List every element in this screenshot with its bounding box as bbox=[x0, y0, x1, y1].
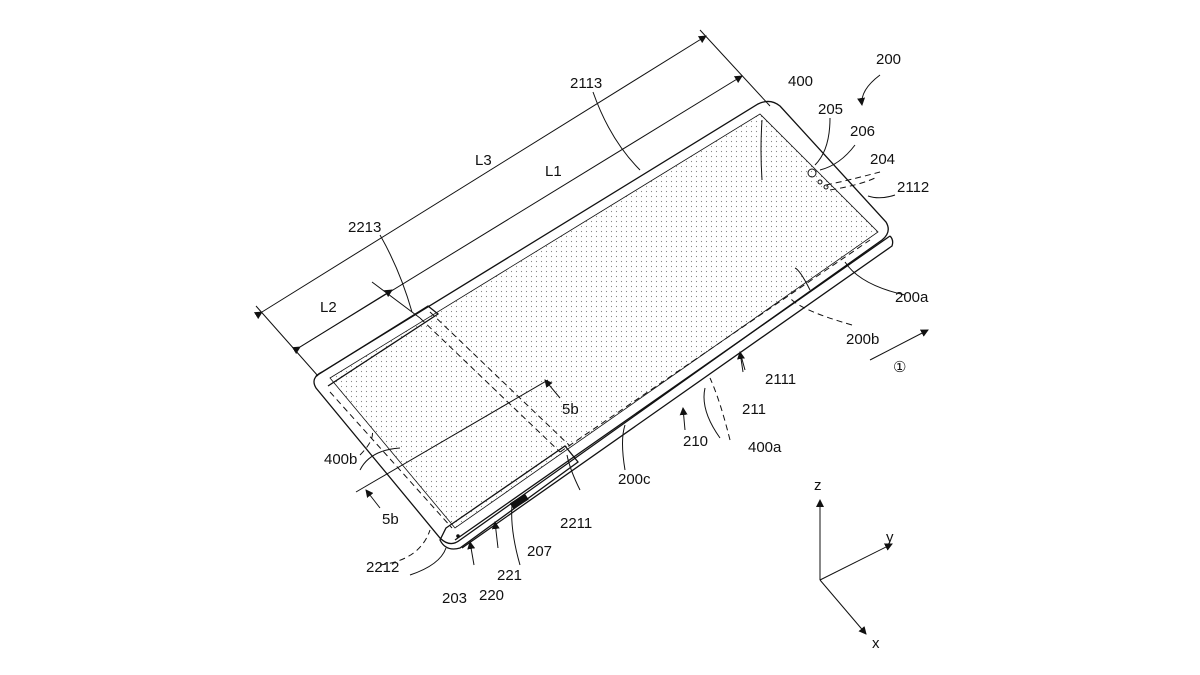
axis-label-z: z bbox=[814, 477, 822, 494]
direction-arrow bbox=[869, 329, 929, 361]
slide-housing-bottom bbox=[439, 445, 579, 550]
label-L2: L2 bbox=[320, 299, 337, 316]
arrow-211 bbox=[737, 351, 745, 373]
label-2113: 2113 bbox=[570, 75, 602, 92]
label-L1: L1 bbox=[545, 163, 562, 180]
hidden-edge-400a bbox=[559, 239, 871, 453]
label-203: 203 bbox=[442, 590, 467, 607]
label-direction: ① bbox=[893, 359, 906, 376]
label-206: 206 bbox=[850, 123, 875, 140]
label-200: 200 bbox=[876, 51, 901, 68]
hidden-fold-line bbox=[419, 311, 571, 453]
label-5b-bottom: 5b bbox=[382, 511, 399, 528]
dim-L3 bbox=[253, 35, 707, 320]
label-205: 205 bbox=[818, 101, 843, 118]
hidden-edge-400b bbox=[329, 391, 453, 529]
display-area bbox=[329, 113, 879, 529]
axis-label-x: x bbox=[872, 635, 880, 652]
label-2111: 2111 bbox=[765, 371, 796, 388]
label-204: 204 bbox=[870, 151, 895, 168]
label-2213: 2213 bbox=[348, 219, 381, 236]
arrow-221 bbox=[491, 521, 500, 549]
label-400b: 400b bbox=[324, 451, 357, 468]
label-5b-top: 5b bbox=[562, 401, 579, 418]
label-220: 220 bbox=[479, 587, 504, 604]
device-outline bbox=[313, 100, 889, 545]
section-arrow-top bbox=[544, 379, 561, 399]
leaders-dashed bbox=[359, 171, 881, 566]
axis-label-y: y bbox=[886, 529, 894, 546]
label-210: 210 bbox=[683, 433, 708, 450]
label-2212: 2212 bbox=[366, 559, 399, 576]
label-211: 211 bbox=[742, 401, 766, 418]
label-200c: 200c bbox=[618, 471, 651, 488]
hinge-point-203 bbox=[456, 534, 460, 538]
arrow-220 bbox=[467, 541, 476, 566]
arrow-210 bbox=[679, 407, 688, 431]
axis-x bbox=[819, 579, 867, 635]
section-line-5b bbox=[355, 379, 549, 493]
axis-y bbox=[819, 543, 893, 581]
label-400a: 400a bbox=[748, 439, 782, 456]
label-400: 400 bbox=[788, 73, 813, 90]
arrow-200 bbox=[857, 74, 881, 106]
label-200b: 200b bbox=[846, 331, 879, 348]
side-rail bbox=[454, 235, 894, 549]
section-arrow-bottom bbox=[365, 489, 381, 509]
label-221: 221 bbox=[497, 567, 522, 584]
label-200a: 200a bbox=[895, 289, 929, 306]
leaders bbox=[359, 91, 906, 576]
dim-L2 bbox=[291, 289, 393, 355]
label-2211: 2211 bbox=[560, 515, 592, 532]
speaker-grille bbox=[509, 493, 529, 510]
label-207: 207 bbox=[527, 543, 552, 560]
camera-205 bbox=[807, 168, 817, 178]
label-L3: L3 bbox=[475, 152, 492, 169]
label-2112: 2112 bbox=[897, 179, 929, 196]
sensor-1 bbox=[817, 179, 823, 185]
